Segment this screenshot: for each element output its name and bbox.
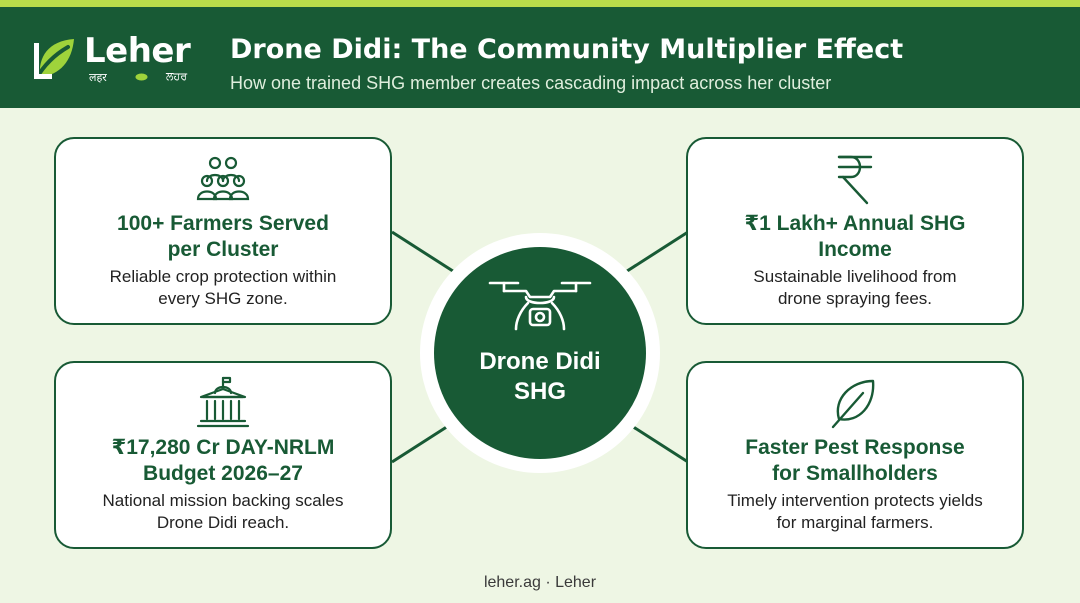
leaf-logo-icon (34, 39, 74, 81)
people-group-icon (196, 156, 250, 201)
page-title: Drone Didi: The Community Multiplier Eff… (230, 34, 904, 65)
brand-logo[interactable]: Leher लहर ਲਹਰ (32, 31, 202, 93)
brand-subtitle-punjabi: ਲਹਰ (166, 70, 188, 83)
footer-credit[interactable]: leher.ag · Leher (483, 574, 597, 591)
brand-name: Leher (84, 31, 191, 71)
leaf-dot-icon (135, 73, 148, 81)
accent-stripe (0, 0, 1080, 7)
header-banner: Leher लहर ਲਹਰ Drone Didi: The Community … (0, 7, 1080, 108)
government-building-icon (196, 376, 250, 428)
leaf-icon (831, 379, 875, 429)
drone-icon (488, 281, 592, 331)
brand-subtitle-hindi: लहर (89, 71, 107, 84)
rupee-icon (837, 155, 873, 205)
page-subtitle: How one trained SHG member creates casca… (230, 73, 832, 93)
